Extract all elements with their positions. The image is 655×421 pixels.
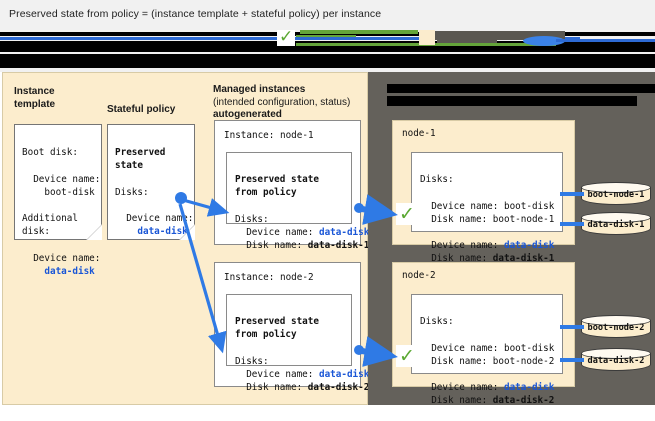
n2-data-disk-label: Disk name: <box>431 395 493 407</box>
cyl-top <box>581 348 651 359</box>
managed-instance-node-2-label: Instance: node-2 <box>224 272 314 283</box>
heading-managed-instances-l3: autogenerated <box>213 109 282 120</box>
redacted-header-line-2 <box>387 96 637 106</box>
n1-disks: Disks: <box>420 174 454 186</box>
page-title: Preserved state from policy = (instance … <box>0 0 655 28</box>
node-card-2-name: node-2 <box>402 270 436 281</box>
it-line-additional: Additional disk: <box>22 213 78 238</box>
redacted-header-line-1 <box>387 84 655 93</box>
disk-cylinder-data-disk-2: data-disk-2 <box>581 348 653 374</box>
managed-instance-node-1-inner: Preserved state from policy Disks: Devic… <box>226 152 369 251</box>
fold-corner-2-inner <box>180 225 195 240</box>
node-card-1: node-1 Disks: Device name: boot-disk Dis… <box>392 120 575 264</box>
managed-instance-node-1-label: Instance: node-1 <box>224 130 314 141</box>
sp-line-device-label: Device name: <box>126 213 194 225</box>
n2-boot-disk: Disk name: boot-node-2 <box>431 355 555 367</box>
node-2-check-badge: ✓ <box>396 345 418 367</box>
n1-boot-disk: Disk name: boot-node-1 <box>431 213 555 225</box>
artifact-check-icon: ✓ <box>279 28 294 47</box>
diagram-canvas: Preserved state from policy = (instance … <box>0 0 655 406</box>
node-card-1-name: node-1 <box>402 128 436 139</box>
disk-label: boot-node-2 <box>587 323 645 333</box>
n2-data-device-value: data-disk <box>503 382 555 394</box>
check-icon-2: ✓ <box>399 344 415 367</box>
disk-label: data-disk-2 <box>587 356 645 366</box>
disk-cylinder-boot-node-2: boot-node-2 <box>581 315 653 341</box>
node-card-2: node-2 Disks: Device name: boot-disk Dis… <box>392 262 575 406</box>
it-line-boot-disk: Boot disk: <box>22 147 78 159</box>
check-icon: ✓ <box>399 202 415 225</box>
it-line-device-value-2: data-disk <box>44 266 95 278</box>
disk-cylinder-data-disk-1: data-disk-1 <box>581 212 653 238</box>
mi1-disk-label: Disk name: <box>246 240 308 252</box>
n1-data-disk-label: Disk name: <box>431 253 493 265</box>
collapsed-artifact-band: ✓ <box>0 28 655 72</box>
n1-data-disk-value: data-disk-1 <box>492 253 555 265</box>
artifact-bar-2 <box>0 41 655 52</box>
disk-label: data-disk-1 <box>587 220 645 230</box>
heading-stateful-policy: Stateful policy <box>107 104 176 115</box>
it-line-device-value: boot-disk <box>44 186 95 198</box>
managed-instance-node-2: Instance: node-2 Preserved state from po… <box>214 262 369 393</box>
mi1-device-label: Device name: <box>246 227 319 239</box>
n2-data-device-label: Device name: <box>431 382 504 394</box>
sp-line-device-value: data-disk <box>137 226 188 238</box>
sp-line-preserved: Preserved state <box>115 147 166 172</box>
n2-disks: Disks: <box>420 316 454 328</box>
artifact-bar-3 <box>0 54 655 68</box>
mi1-device-value: data-disk <box>318 227 370 239</box>
n1-data-device-value: data-disk <box>503 240 555 252</box>
heading-instance-template-l2: template <box>14 98 56 110</box>
disk-cylinder-boot-node-1: boot-node-1 <box>581 182 653 208</box>
cyl-top <box>581 315 651 326</box>
it-line-device-label-2: Device name: <box>33 252 101 264</box>
mi2-disk-label: Disk name: <box>246 382 308 394</box>
n2-data-disk-value: data-disk-2 <box>492 395 555 407</box>
sp-line-disks: Disks: <box>115 186 149 198</box>
artifact-blue-lobe <box>523 36 565 46</box>
mi2-device-value: data-disk <box>318 369 370 381</box>
managed-instance-node-2-inner: Preserved state from policy Disks: Devic… <box>226 294 369 393</box>
artifact-bar-green-top <box>300 30 418 34</box>
artifact-bar-1 <box>0 32 655 36</box>
card-stateful-policy: Preserved state Disks: Device name: data… <box>107 124 195 240</box>
managed-instance-node-1: Instance: node-1 Preserved state from po… <box>214 120 369 251</box>
card-instance-template: Boot disk: Device name: boot-disk Additi… <box>14 124 102 277</box>
disk-label: boot-node-1 <box>587 190 645 200</box>
artifact-bar-green-mid <box>296 35 356 37</box>
mi2-disk-value: data-disk-2 <box>307 382 370 394</box>
node-1-check-badge: ✓ <box>396 203 418 225</box>
artifact-bar-gray <box>430 31 565 40</box>
node-card-2-disks-box: Disks: Device name: boot-disk Disk name:… <box>411 294 563 406</box>
mi1-disk-value: data-disk-1 <box>307 240 370 252</box>
artifact-bar-white <box>277 30 295 46</box>
heading-instance-template-l1: Instance <box>14 86 55 97</box>
n2-boot-device: Device name: boot-disk <box>431 342 555 354</box>
fold-corner-inner <box>87 225 102 240</box>
mi1-title: Preserved state from policy <box>235 174 319 199</box>
heading-managed-instances: Managed instances (intended configuratio… <box>213 84 350 122</box>
cyl-top <box>581 212 651 223</box>
node-card-1-disks-box: Disks: Device name: boot-disk Disk name:… <box>411 152 563 264</box>
mi1-disks: Disks: <box>235 213 269 225</box>
mi2-title: Preserved state from policy <box>235 316 319 341</box>
artifact-bar-blue-2 <box>556 39 655 42</box>
n1-boot-device: Device name: boot-disk <box>431 200 555 212</box>
artifact-bar-gray-2 <box>437 40 497 43</box>
n1-data-device-label: Device name: <box>431 240 504 252</box>
it-line-device-label: Device name: <box>33 173 101 185</box>
mi2-device-label: Device name: <box>246 369 319 381</box>
heading-instance-template: Instance template <box>14 86 55 111</box>
artifact-bar-cream <box>419 30 435 45</box>
cyl-top <box>581 182 651 193</box>
mi2-disks: Disks: <box>235 355 269 367</box>
heading-managed-instances-l1: Managed instances <box>213 84 306 95</box>
heading-managed-instances-l2: (intended configuration, status) <box>213 96 351 108</box>
